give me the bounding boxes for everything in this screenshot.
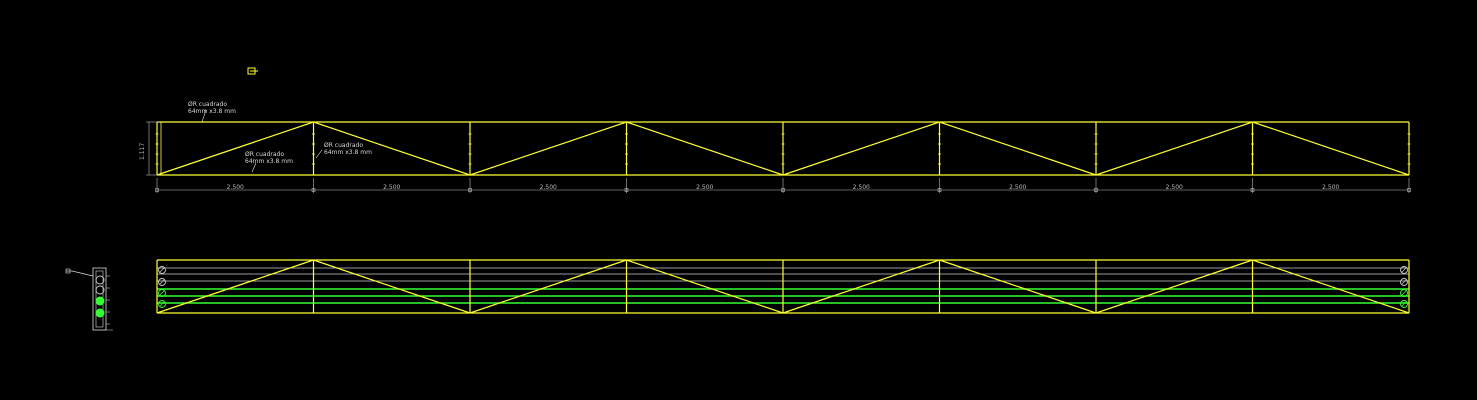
section-bar-circle (95, 308, 105, 318)
bar-section-hatch (1401, 290, 1407, 296)
diagonal-member (782, 259, 940, 314)
annotation-line2: 64mm x3.8 mm (188, 108, 236, 115)
dimension-tick (468, 188, 472, 192)
bar-section-circle (1400, 289, 1408, 297)
dimension-label: 2.500 (696, 184, 713, 191)
dimension-label: 2.500 (1166, 184, 1183, 191)
dimension-tick (1250, 188, 1255, 192)
diagonal-member (1252, 121, 1410, 176)
bar-section-circle (158, 266, 166, 274)
bar-section-hatch (159, 267, 165, 273)
annotation-vertical: ØR cuadrado 64mm x3.8 mm (315, 142, 372, 159)
diagonal-member (626, 259, 784, 314)
dimension-tick (624, 188, 629, 192)
bar-section-hatch (1401, 267, 1407, 273)
annotation-line1: ØR cuadrado (188, 101, 227, 108)
diagonal-member (469, 259, 627, 314)
diagonal-member (156, 121, 314, 176)
section-bar-circle (95, 285, 105, 295)
annotation-line2: 64mm x3.8 mm (245, 158, 293, 165)
dimension-tick (1407, 188, 1411, 192)
bar-section-hatch (159, 301, 165, 307)
bar-section-circle (1400, 266, 1408, 274)
diagonal-member (156, 259, 314, 314)
bar-section-hatch (1401, 279, 1407, 285)
diagonal-member (1252, 259, 1410, 314)
diagonal-member (313, 121, 471, 176)
diagonal-member (782, 121, 940, 176)
annotation-line2: 64mm x3.8 mm (324, 149, 372, 156)
annotation-line1: ØR cuadrado (324, 142, 363, 149)
bar-section-hatch (159, 279, 165, 285)
section-bar-circle (95, 296, 105, 306)
bar-section-circle (1400, 300, 1408, 308)
dimension-tick (311, 188, 316, 192)
dimension-label: 2.500 (1322, 184, 1339, 191)
section-bar-circle (95, 275, 105, 285)
height-dimension-label: 1.117 (139, 143, 146, 160)
truss-elevation (146, 121, 1411, 176)
section-tag-icon (65, 268, 71, 274)
span-dimensions: 2.500 2.500 2.500 2.500 2.500 2.500 2.500 2.500 (155, 178, 1411, 193)
dimension-tick (937, 188, 942, 192)
annotation-diagonal: ØR cuadrado 64mm x3.8 mm (245, 151, 293, 173)
dimension-label: 2.500 (853, 184, 870, 191)
ucs-marker-icon (247, 67, 258, 75)
annotation-line1: ØR cuadrado (245, 151, 284, 158)
diagonal-member (1095, 121, 1253, 176)
dimension-label: 2.500 (1009, 184, 1026, 191)
bar-section-hatch (159, 290, 165, 296)
bar-section-circle (1400, 278, 1408, 286)
dimension-tick (1094, 188, 1098, 192)
bar-section-circle (158, 278, 166, 286)
diagonal-member (939, 259, 1097, 314)
dimension-label: 2.500 (383, 184, 400, 191)
section-leader (71, 270, 94, 277)
diagonal-member (626, 121, 784, 176)
bar-section-hatch (1401, 301, 1407, 307)
bar-section-circle (158, 300, 166, 308)
diagonal-member (469, 121, 627, 176)
truss-plan (156, 259, 1410, 314)
height-dimension (146, 121, 160, 176)
dimension-label: 2.500 (540, 184, 557, 191)
bar-section-circle (158, 289, 166, 297)
diagonal-member (1095, 259, 1253, 314)
dimension-tick (781, 188, 785, 192)
diagonal-member (313, 259, 471, 314)
dimension-label: 2.500 (227, 184, 244, 191)
dimension-tick (155, 188, 159, 192)
diagonal-member (939, 121, 1097, 176)
annotation-top-chord: ØR cuadrado 64mm x3.8 mm (188, 101, 236, 123)
truss-section-detail (65, 267, 113, 331)
